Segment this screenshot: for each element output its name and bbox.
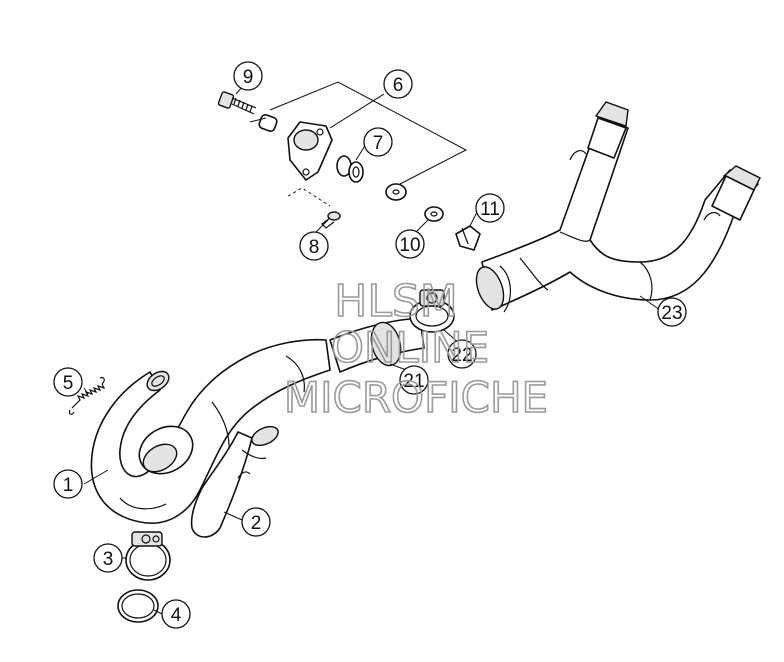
- svg-text:7: 7: [373, 133, 384, 154]
- part-22-clamp[interactable]: [409, 289, 455, 333]
- svg-text:9: 9: [243, 67, 254, 88]
- svg-text:11: 11: [480, 199, 500, 220]
- assembly-lines: [249, 81, 468, 207]
- callout-c6: 6: [383, 69, 413, 99]
- watermark: HLSM ONLINE MICROFICHE: [283, 275, 549, 423]
- part-10-washer[interactable]: [385, 183, 444, 222]
- callout-c7: 7: [363, 127, 393, 157]
- part-middle-link-pipe[interactable]: [329, 317, 425, 373]
- svg-text:22: 22: [451, 345, 472, 366]
- callout-c5: 5: [53, 367, 83, 397]
- callout-c23: 23: [657, 297, 687, 327]
- watermark-line1: HLSM: [334, 276, 458, 327]
- svg-text:4: 4: [171, 605, 182, 626]
- svg-text:21: 21: [403, 371, 424, 392]
- watermark-line3: MICROFICHE: [284, 373, 548, 422]
- part-8-screw[interactable]: [321, 211, 341, 229]
- part-11-clip[interactable]: [455, 225, 481, 251]
- callout-c3: 3: [93, 543, 123, 573]
- callout-c9: 9: [233, 61, 263, 91]
- svg-text:3: 3: [103, 549, 114, 570]
- svg-text:5: 5: [63, 373, 74, 394]
- callout-c11: 11: [475, 193, 505, 223]
- callout-c22: 22: [447, 339, 477, 369]
- part-4-sealing-ring[interactable]: [117, 589, 159, 623]
- part-6-exhaust-flange[interactable]: [287, 121, 333, 181]
- svg-text:6: 6: [393, 75, 404, 96]
- callout-c4: 4: [161, 599, 191, 629]
- callout-c2: 2: [241, 507, 271, 537]
- callout-c10: 10: [395, 229, 425, 259]
- callout-c1: 1: [53, 469, 83, 499]
- part-5-spring[interactable]: [68, 376, 106, 415]
- svg-text:10: 10: [399, 235, 420, 256]
- part-9-bolt[interactable]: [217, 91, 278, 132]
- part-23-rear-y-pipe[interactable]: [471, 101, 761, 313]
- part-1-front-header-pipe[interactable]: [90, 338, 331, 524]
- callout-c8: 8: [299, 231, 329, 261]
- svg-text:8: 8: [309, 237, 320, 258]
- svg-text:2: 2: [251, 513, 262, 534]
- part-3-hose-clamp[interactable]: [125, 531, 171, 581]
- part-7-bushing[interactable]: [336, 155, 364, 183]
- watermark-line2: ONLINE: [331, 323, 489, 372]
- part-2-secondary-header-pipe[interactable]: [190, 423, 281, 538]
- callout-c21: 21: [399, 365, 429, 395]
- svg-text:1: 1: [63, 475, 74, 496]
- svg-text:23: 23: [661, 303, 682, 324]
